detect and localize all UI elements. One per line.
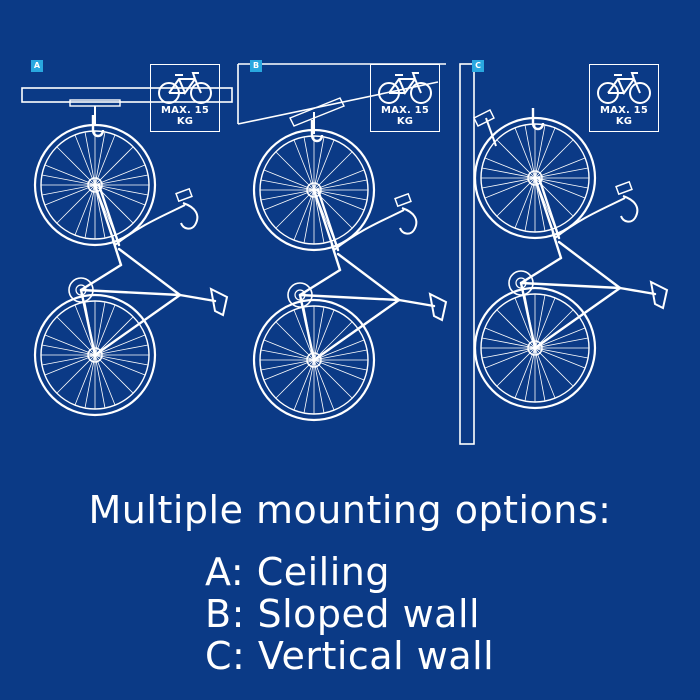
max-load-label: MAX. 15 KG	[600, 105, 648, 127]
max-load-box-c: MAX. 15 KG	[589, 64, 659, 132]
headline: Multiple mounting options:	[88, 488, 612, 532]
option-vertical-wall: C: Vertical wall	[205, 634, 495, 678]
option-sloped-wall: B: Sloped wall	[205, 592, 481, 636]
panel-a-tag: A	[31, 60, 43, 72]
panel-b-tag: B	[250, 60, 262, 72]
max-load-label: MAX. 15 KG	[161, 105, 209, 127]
bicycle-icon	[378, 72, 432, 104]
panel-c-tag: C	[472, 60, 484, 72]
max-load-box-a: MAX. 15 KG	[150, 64, 220, 132]
bicycle-icon	[158, 72, 212, 104]
max-load-label: MAX. 15 KG	[381, 105, 429, 127]
max-load-box-b: MAX. 15 KG	[370, 64, 440, 132]
vertical-wall-mount-illustration	[459, 63, 667, 445]
bicycle-icon	[597, 72, 651, 104]
ceiling-mount-illustration	[21, 87, 233, 415]
option-ceiling: A: Ceiling	[205, 550, 390, 594]
